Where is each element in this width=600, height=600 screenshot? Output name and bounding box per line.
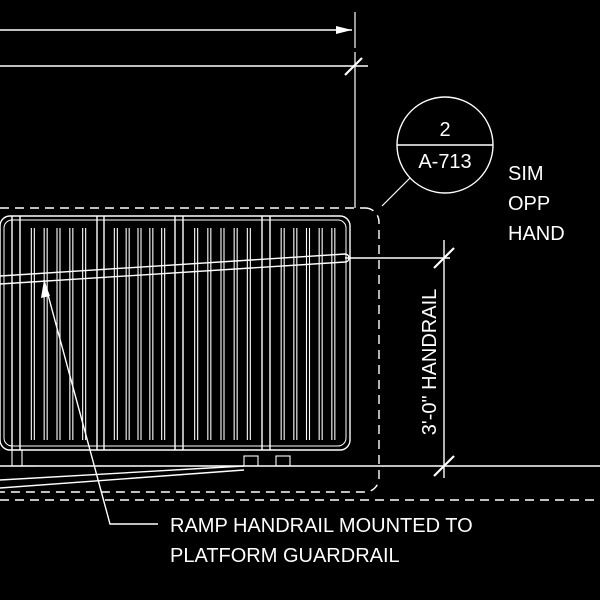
section-marker (381, 96, 494, 207)
side-note-line-2: OPP (508, 193, 550, 215)
guardrail (0, 215, 351, 451)
floor-lines (0, 465, 600, 489)
callout-line-1: RAMP HANDRAIL MOUNTED TO (170, 515, 473, 537)
side-note-line-3: HAND (508, 223, 565, 245)
ramp-handrail (0, 253, 450, 285)
handrail-height-dimension (433, 240, 455, 478)
handrail-dimension-label: 3'-0" HANDRAIL (419, 289, 441, 436)
section-sheet: A-713 (418, 151, 471, 173)
callout-leader (41, 279, 158, 525)
guardrail-posts (11, 216, 271, 450)
side-note-line-1: SIM (508, 163, 544, 185)
width-dimension (0, 52, 368, 208)
platform-outline (0, 207, 600, 501)
section-number: 2 (439, 119, 450, 141)
callout-line-2: PLATFORM GUARDRAIL (170, 545, 400, 567)
top-dimension (0, 12, 356, 48)
